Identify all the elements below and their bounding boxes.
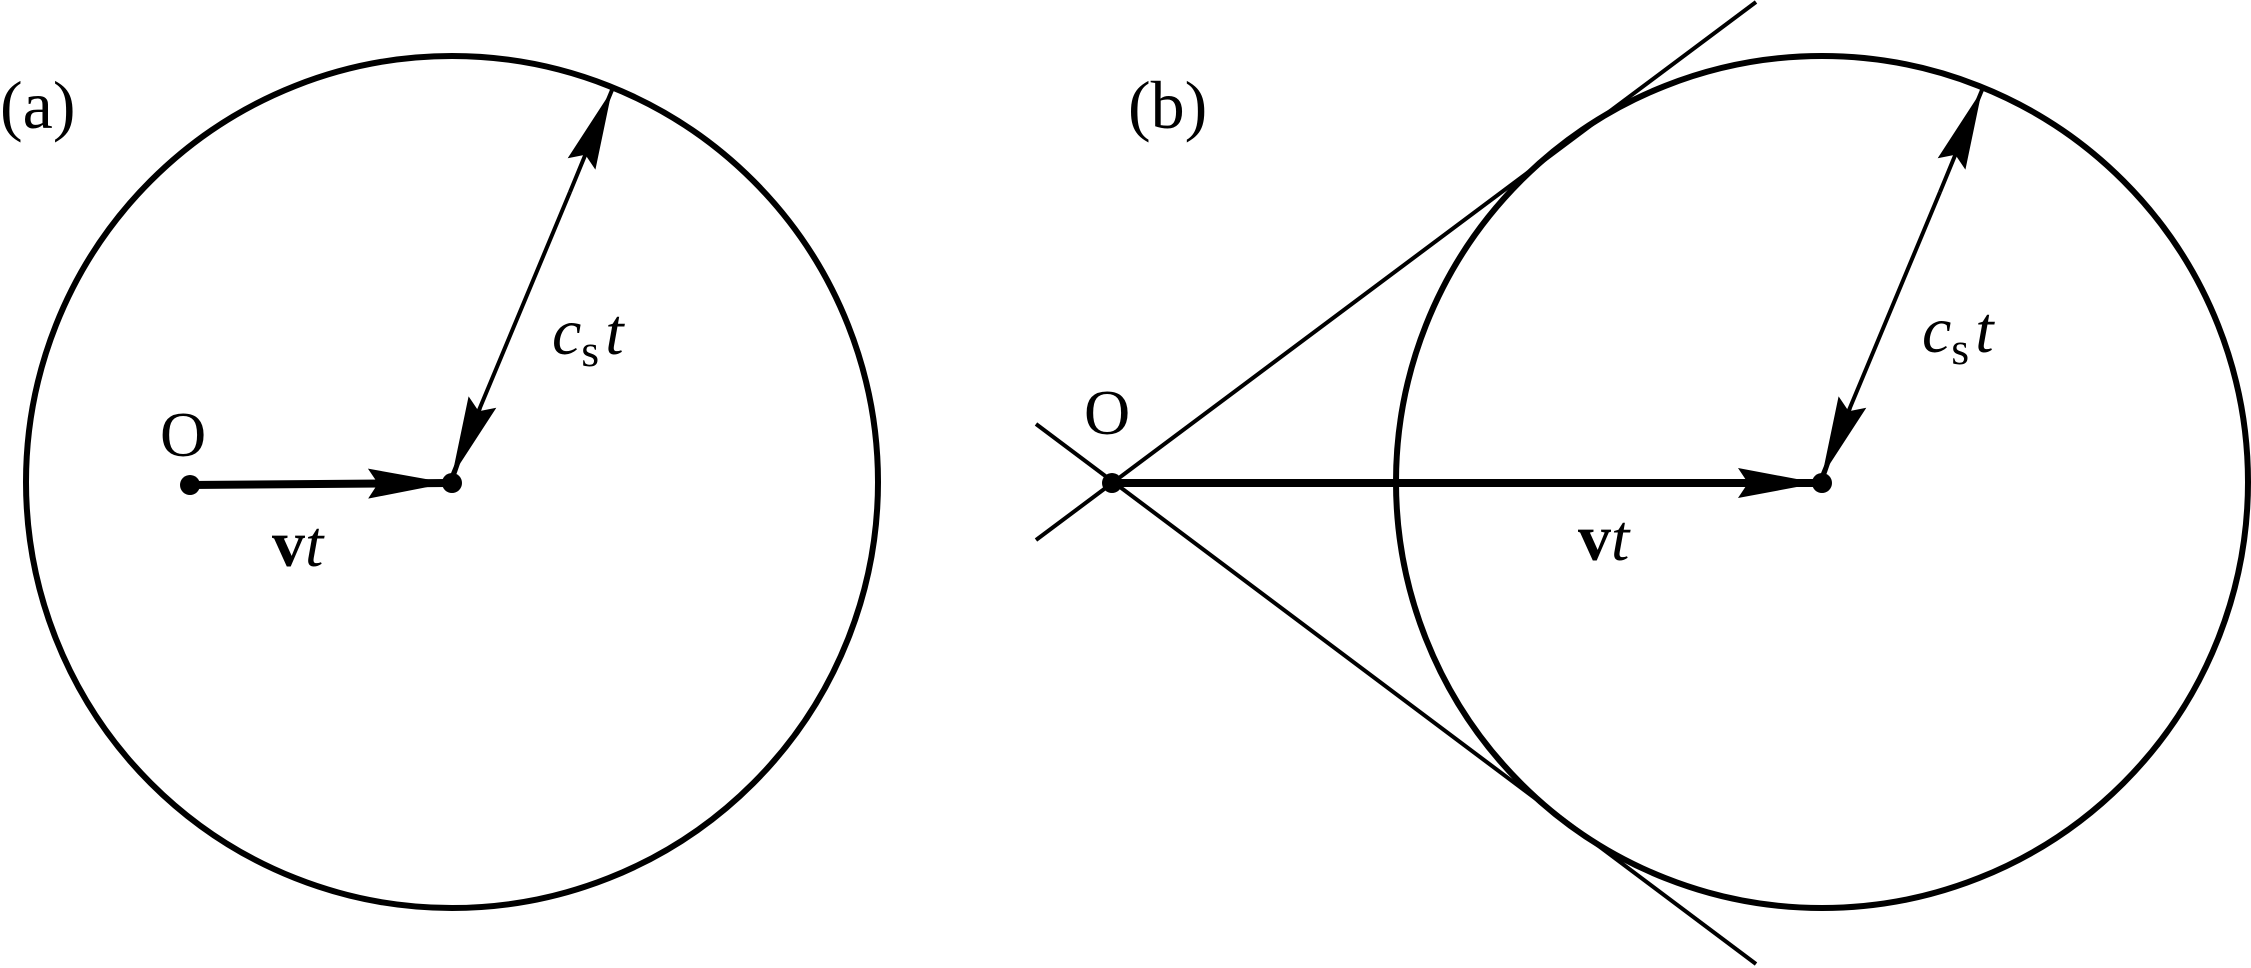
panel-a-radius-arrowhead-inner [450,396,497,477]
panel-b-velocity-vector: v [1578,502,1611,575]
panel-a-origin-label: O [160,399,206,470]
panel-b-label: (b) [1128,67,1207,143]
panel-a-wavefront-circle [23,53,881,911]
panel-a-radius-subscript: s [581,325,599,376]
panel-b-velocity-variable: t [1611,502,1631,575]
panel-a-radius-variable: t [605,296,625,369]
panel-b-origin-point [1102,473,1122,493]
panel-b: (b) O vt cst [1034,0,2251,966]
panel-b-radius-variable: t [1975,294,1995,367]
panel-a-velocity-arrow [189,468,449,499]
panel-b-radius-arrowhead-inner [1820,396,1867,477]
panel-a: (a) O vt cst [0,53,881,911]
panel-b-radius-symbol: c [1922,294,1951,367]
panel-a-radius-label: cst [552,296,625,376]
panel-a-velocity-vector: v [272,508,305,581]
panel-a-radius-arrowhead-outer [567,89,614,193]
panel-a-centre-point [442,473,462,493]
panel-a-velocity-label: vt [272,508,325,581]
panel-a-velocity-variable: t [305,508,325,581]
panel-a-origin-point [180,475,200,495]
panel-b-radius-label: cst [1922,294,1995,374]
panel-b-mach-cone-upper [1034,0,1758,542]
panel-a-radius-symbol: c [552,296,581,369]
panel-a-label: (a) [0,67,75,143]
panel-b-radius-arrowhead-outer [1937,89,1984,193]
panel-b-radius-subscript: s [1951,323,1969,374]
panel-b-centre-point [1812,473,1832,493]
panel-b-velocity-label: vt [1578,502,1631,575]
panel-b-origin-label: O [1084,377,1130,448]
panel-b-mach-cone-lower [1034,422,1758,966]
